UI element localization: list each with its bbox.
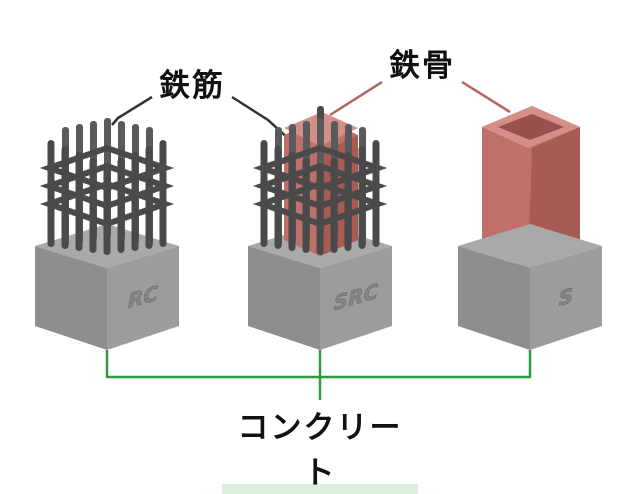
rebar-rod — [61, 146, 69, 249]
rebar-rod — [47, 140, 55, 247]
structure-diagram: RC SRC S — [35, 80, 602, 400]
rebar-label: 鉄筋 — [152, 60, 232, 107]
rebar-rod — [317, 106, 324, 122]
rebar-rod — [75, 152, 83, 251]
block-rc: RC — [35, 118, 179, 350]
concrete-left-face — [458, 246, 530, 350]
concrete-left-face — [35, 246, 107, 350]
block-src: SRC — [248, 106, 392, 350]
rebar-leader-lines — [111, 95, 291, 141]
rebar-rod — [145, 146, 153, 249]
concrete-right-face — [530, 246, 602, 350]
rebar-rod — [372, 140, 380, 247]
steel-label: 鉄骨 — [382, 40, 462, 87]
rebar-rod — [330, 158, 338, 253]
concrete-right-face — [107, 246, 179, 350]
rebar-rod — [159, 140, 167, 247]
rebar-rod — [344, 152, 352, 251]
steel-column-hollow — [498, 114, 564, 140]
rebar-rod — [117, 158, 125, 253]
rebar-rod — [358, 146, 366, 249]
rebar-rod — [288, 152, 296, 251]
block-s: S — [458, 106, 602, 350]
concrete-left-face — [248, 246, 320, 350]
concrete-label: コンクリート — [222, 402, 418, 494]
steel-leader-lines — [329, 80, 511, 117]
concrete-right-face — [320, 246, 392, 350]
block-type-label: S — [559, 283, 573, 311]
rebar-rod — [103, 164, 111, 255]
rebar-rod — [131, 152, 139, 251]
rebar-rod — [260, 140, 268, 247]
rebar-rod — [274, 146, 282, 249]
concrete-bracket — [105, 350, 532, 400]
rebar-rod — [89, 158, 97, 253]
concrete-top-face — [458, 224, 602, 268]
rebar-rod — [316, 164, 324, 255]
rebar-rod — [302, 158, 310, 253]
